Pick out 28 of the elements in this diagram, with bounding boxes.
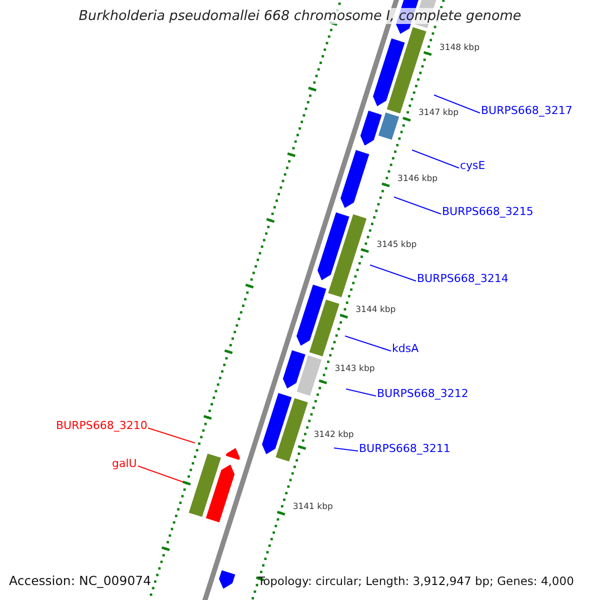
leader-line xyxy=(138,465,184,483)
gene-label: BURPS668_3214 xyxy=(417,272,508,285)
leader-line xyxy=(344,335,392,352)
leader-line xyxy=(412,149,460,169)
gene-label: BURPS668_3215 xyxy=(442,205,534,218)
tick-label: 3143 kbp xyxy=(334,364,375,374)
tick-label: 3144 kbp xyxy=(356,305,396,316)
gene-label: BURPS668_3217 xyxy=(481,104,572,117)
tick-label: 3142 kbp xyxy=(314,430,354,440)
gene-label: kdsA xyxy=(392,342,419,355)
gene-label: BURPS668_3210 xyxy=(56,419,148,432)
leader-line xyxy=(334,447,358,452)
accession-text: Accession: NC_009074 xyxy=(9,573,152,588)
leader-line xyxy=(434,94,480,114)
leader-line xyxy=(370,264,416,282)
tick-label: 3148 kbp xyxy=(439,42,480,53)
tick-label: 3141 kbp xyxy=(292,502,333,512)
gene-label: BURPS668_3212 xyxy=(377,387,468,400)
gene-label: galU xyxy=(112,457,137,470)
leader-line xyxy=(148,427,196,444)
leader-line xyxy=(394,196,442,215)
gene-label: cysE xyxy=(460,159,486,172)
gene-label: BURPS668_3211 xyxy=(359,442,450,455)
tick-label: 3147 kbp xyxy=(418,108,459,118)
leader-line xyxy=(346,388,376,397)
tick-label: 3146 kbp xyxy=(398,174,438,184)
tick-label: 3145 kbp xyxy=(376,240,417,250)
genome-info-text: Topology: circular; Length: 3,912,947 bp; Genes: 4,000 xyxy=(258,574,574,588)
